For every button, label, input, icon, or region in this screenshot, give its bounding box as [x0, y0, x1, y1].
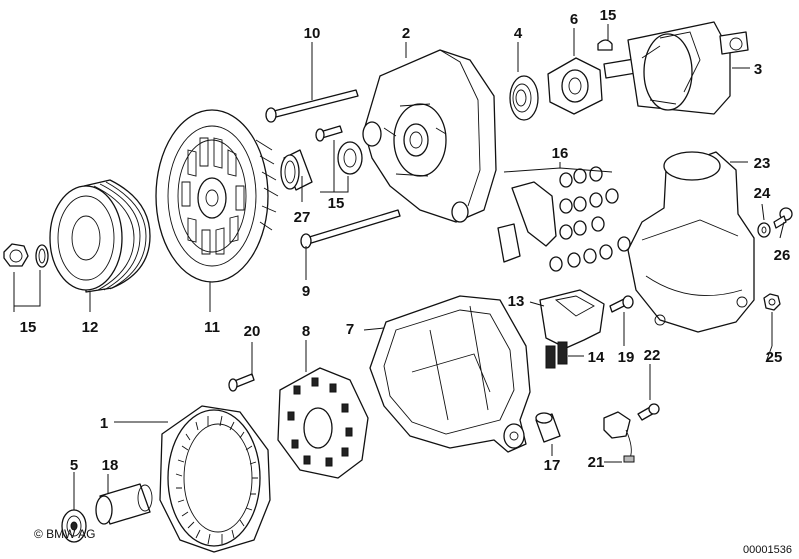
spacer-ring-part: [280, 149, 313, 191]
bearing-small-part: [61, 509, 87, 543]
label-part-2: 2: [402, 25, 410, 42]
rectifier-part: [277, 367, 369, 479]
voltage-regulator-part: [539, 289, 605, 349]
label-part-12: 12: [82, 319, 99, 336]
label-part-1: 1: [100, 415, 108, 432]
fan-part: [155, 109, 279, 283]
bearing-part: [509, 75, 539, 121]
copyright-notice: © BMW AG: [34, 527, 96, 541]
label-part-24: 24: [754, 185, 771, 202]
screw-22-part: [637, 403, 660, 421]
pulley-part: [49, 179, 151, 293]
air-duct-cover-part: [627, 151, 755, 333]
label-part-7: 7: [346, 321, 354, 338]
sleeve-17-part: [535, 412, 561, 443]
label-part-10: 10: [304, 25, 321, 42]
brush-holder-part: [545, 341, 568, 369]
leader-lines: [13, 24, 785, 510]
small-screw-26-part: [773, 207, 793, 229]
label-part-8: 8: [302, 323, 310, 340]
retainer-plate-part: [547, 57, 603, 115]
label-part-21: 21: [588, 454, 605, 471]
label-part-9: 9: [302, 283, 310, 300]
label-part-18: 18: [102, 457, 119, 474]
label-part-13: 13: [508, 293, 525, 310]
label-part-26: 26: [774, 247, 791, 264]
label-part-27: 27: [294, 209, 311, 226]
nut-washer-part: [3, 243, 49, 268]
label-part-22: 22: [644, 347, 661, 364]
screw-19-part: [609, 295, 634, 313]
document-id: 00001536: [743, 544, 792, 556]
sleeve-part: [337, 141, 363, 175]
label-part-17: 17: [544, 457, 561, 474]
label-part-6: 6: [570, 11, 578, 28]
washer-small-part: [757, 222, 771, 238]
bushing-part: [95, 483, 153, 525]
woodruff-key-part: [597, 39, 613, 51]
screw-20-part: [228, 373, 255, 392]
label-part-3: 3: [754, 61, 762, 78]
label-part-14: 14: [588, 349, 605, 366]
label-part-15-top: 15: [600, 7, 617, 24]
label-part-16: 16: [552, 145, 569, 162]
slip-ring-housing-part: [369, 295, 531, 453]
part-number-labels: 1 2 3 4 5 6 7 8 9 10 11 12 13 14 15 15 1…: [20, 7, 791, 474]
long-bolt-part: [265, 89, 359, 123]
sensor-part: [603, 411, 635, 463]
label-part-20: 20: [244, 323, 261, 340]
label-part-4: 4: [514, 25, 523, 42]
stator-part: [159, 405, 271, 553]
label-part-19: 19: [618, 349, 635, 366]
label-part-11: 11: [204, 319, 220, 336]
rotor-part: [603, 21, 749, 115]
label-part-23: 23: [754, 155, 771, 172]
label-part-15-middle: 15: [328, 195, 345, 212]
label-part-15-left: 15: [20, 319, 37, 336]
nut-small-part: [763, 293, 781, 311]
small-parts-set: [497, 166, 631, 272]
small-screw-part: [315, 125, 343, 142]
drive-end-housing-part: [362, 49, 497, 223]
label-part-5: 5: [70, 457, 78, 474]
label-part-25: 25: [766, 349, 783, 366]
long-bolt-lower-part: [300, 209, 401, 249]
